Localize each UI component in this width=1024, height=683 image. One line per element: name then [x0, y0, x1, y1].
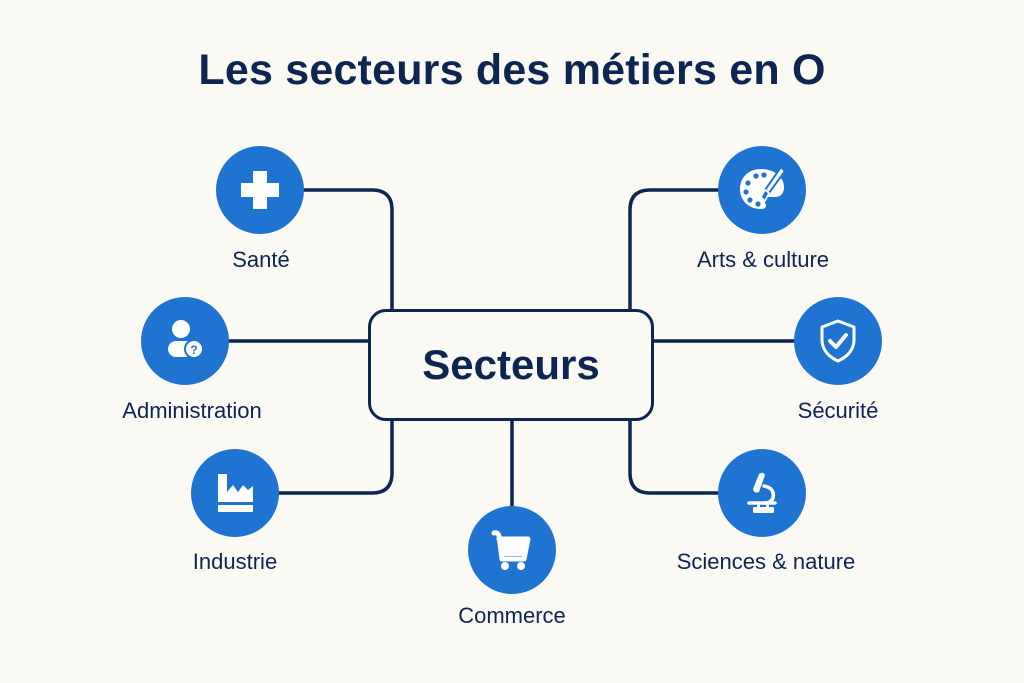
- sector-node-administration[interactable]: ?: [141, 297, 229, 385]
- sector-label-sciences: Sciences & nature: [676, 549, 856, 574]
- connector-arts: [628, 188, 720, 311]
- center-node: Secteurs: [368, 309, 654, 421]
- sector-label-administration: Administration: [122, 398, 262, 423]
- sector-label-securite: Sécurité: [797, 398, 879, 423]
- sector-label-industrie: Industrie: [192, 549, 278, 574]
- sector-label-sante: Santé: [232, 247, 290, 272]
- sector-node-sciences[interactable]: [718, 449, 806, 537]
- shield-check-icon: [820, 319, 856, 363]
- sector-node-industrie[interactable]: [191, 449, 279, 537]
- sector-label-commerce: Commerce: [458, 603, 566, 628]
- page-title: Les secteurs des métiers en O: [198, 46, 826, 94]
- user-question-icon: ?: [168, 320, 204, 359]
- connector-sante: [302, 188, 394, 311]
- sector-label-arts: Arts & culture: [696, 247, 830, 272]
- sector-node-securite[interactable]: [794, 297, 882, 385]
- microscope-icon: [747, 472, 777, 513]
- sector-node-commerce[interactable]: [468, 506, 556, 594]
- center-node-label: Secteurs: [422, 341, 600, 388]
- medical-cross-icon: [241, 171, 279, 209]
- sector-node-sante[interactable]: [216, 146, 304, 234]
- factory-icon: [218, 474, 253, 512]
- svg-text:?: ?: [190, 343, 197, 357]
- connector-industrie: [277, 416, 394, 495]
- sector-node-arts[interactable]: [718, 146, 806, 234]
- palette-brush-icon: [740, 165, 787, 209]
- connector-sciences: [628, 416, 720, 495]
- shopping-cart-icon: [491, 530, 531, 570]
